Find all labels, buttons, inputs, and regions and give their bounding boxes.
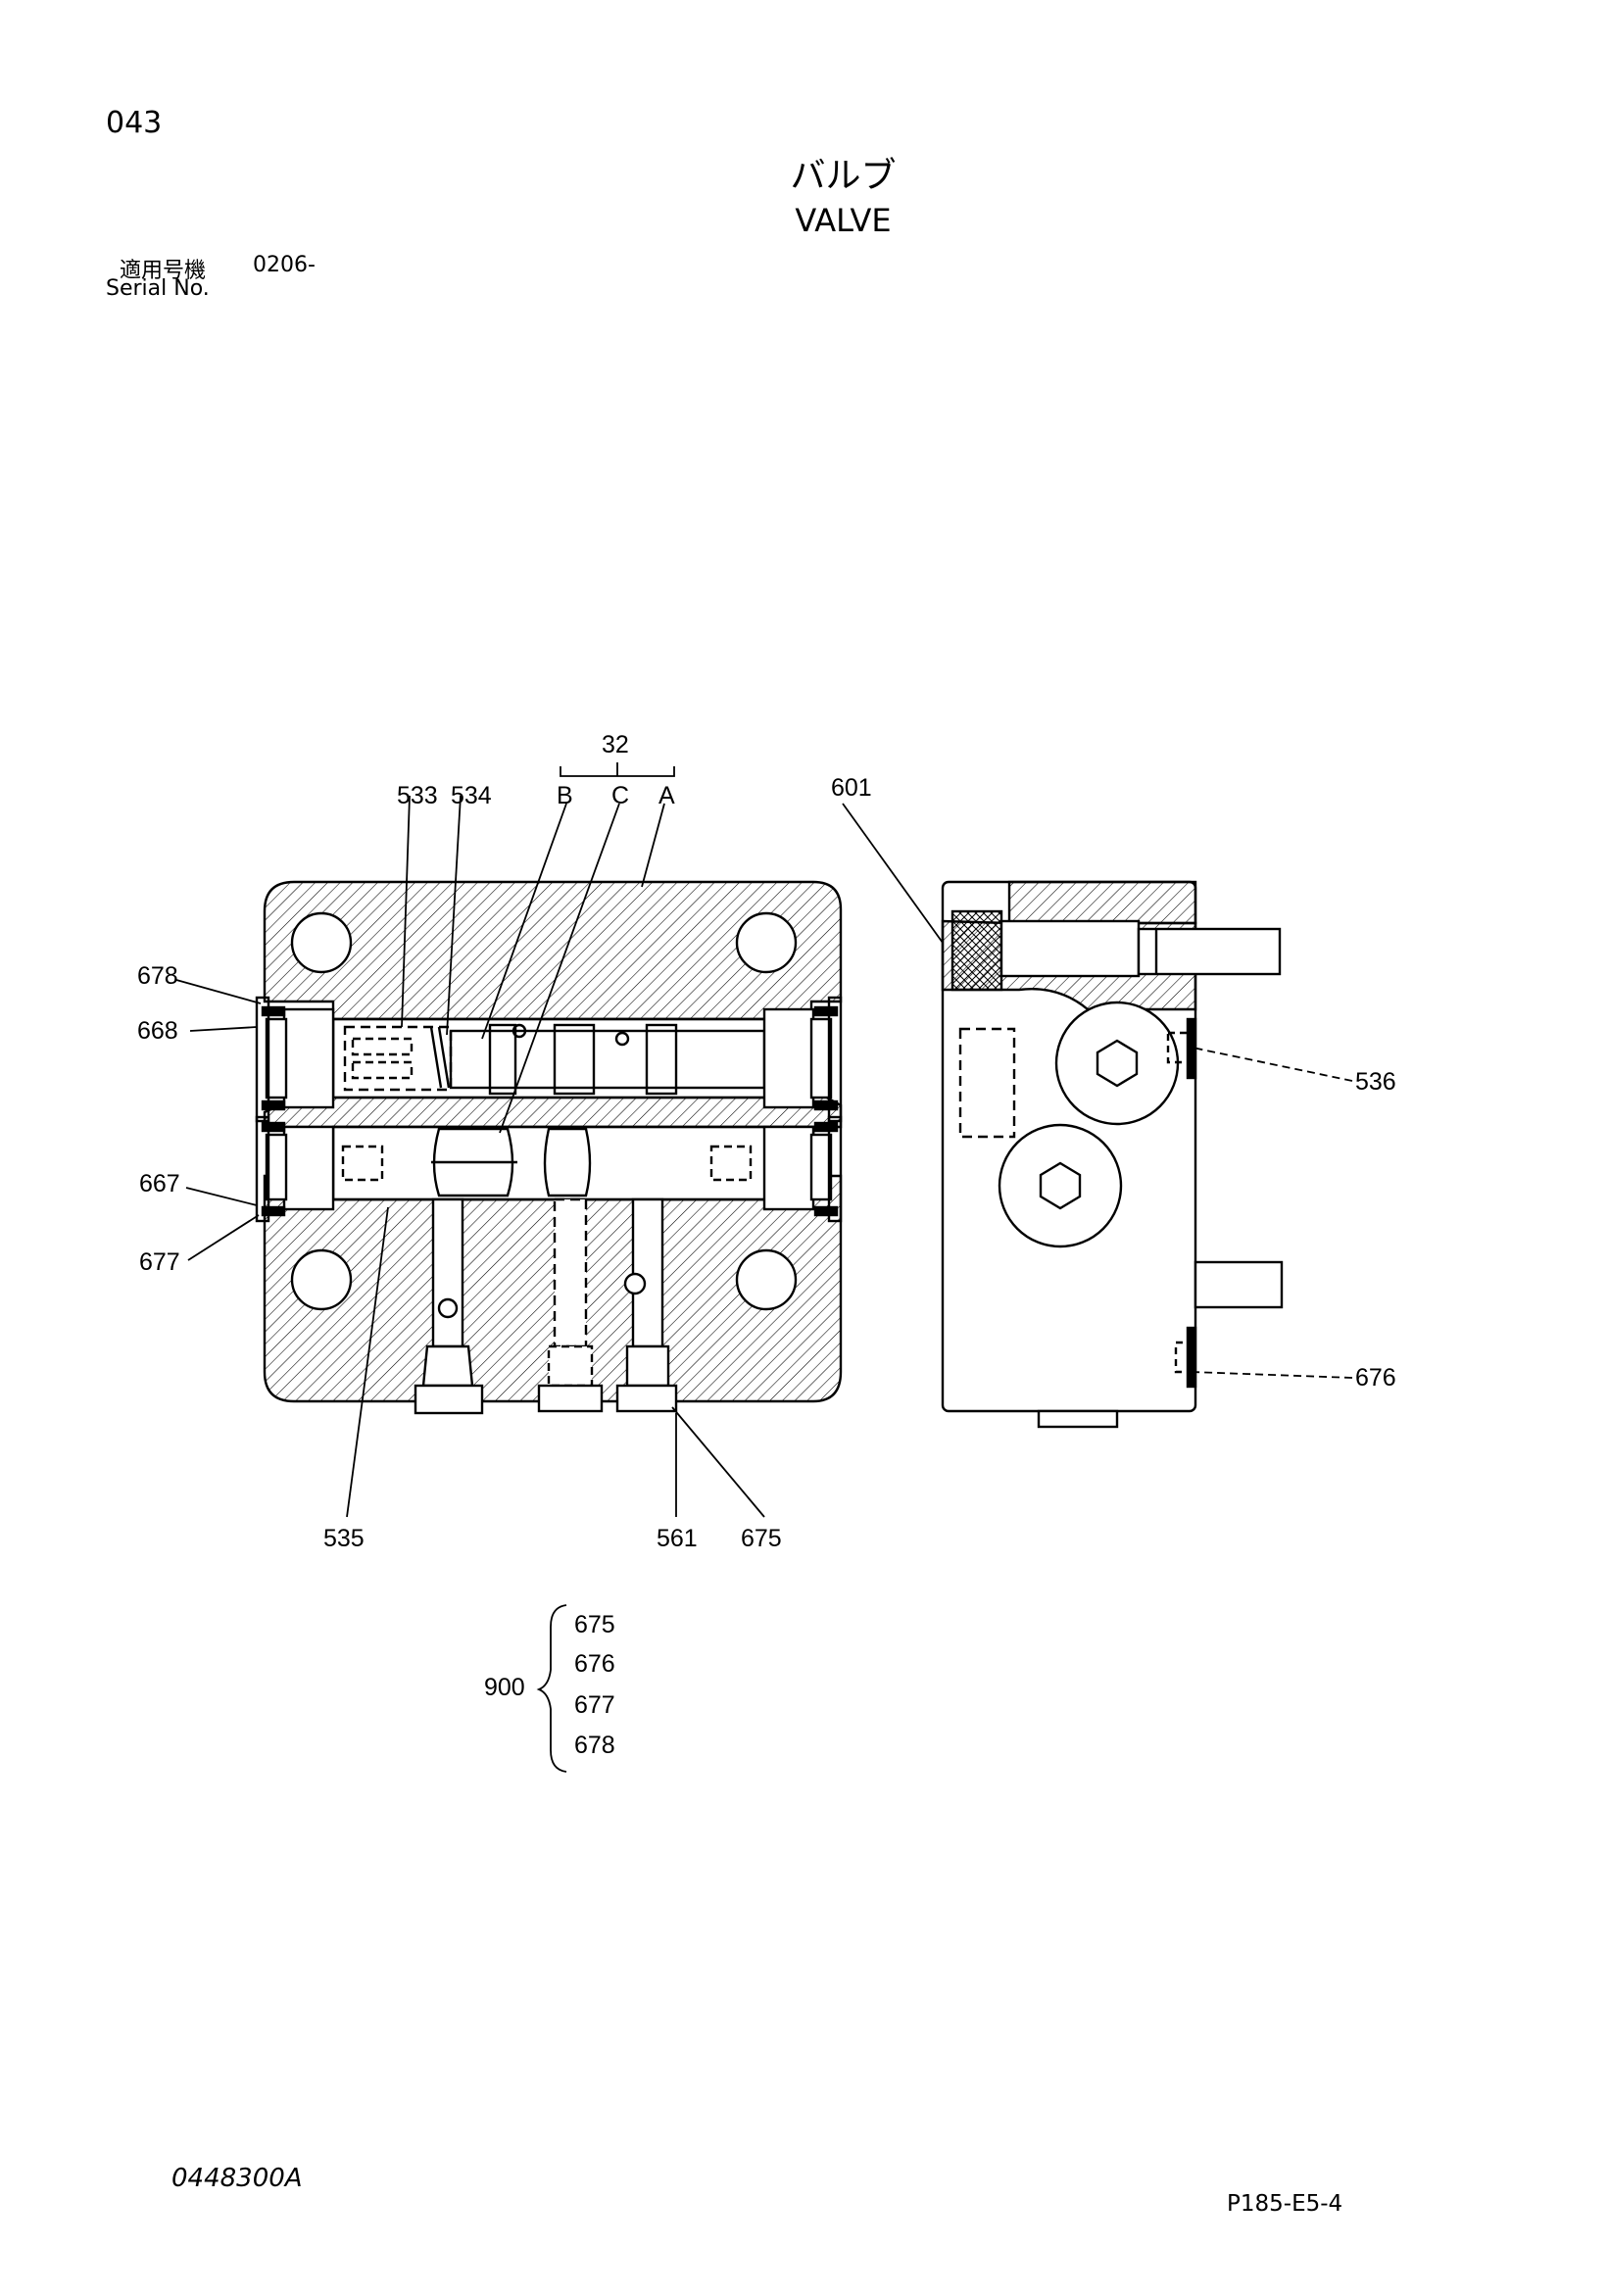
- serial-label-japanese: 適用号機: [120, 259, 207, 283]
- callout-676: 676: [1355, 1364, 1396, 1392]
- callout-535: 535: [323, 1525, 365, 1552]
- callout-677: 677: [139, 1248, 180, 1276]
- callout-668: 668: [137, 1017, 178, 1045]
- callout-678: 678: [137, 962, 178, 990]
- callout-536: 536: [1355, 1068, 1396, 1096]
- callout-labels: 32 B C A 533 534 601 678 668 667 677 536…: [137, 731, 1396, 1759]
- title-japanese: バルブ: [790, 156, 897, 196]
- kit-item: 675: [574, 1611, 615, 1638]
- kit-number: 900: [484, 1674, 525, 1701]
- callout-A: A: [658, 782, 675, 809]
- callout-C: C: [611, 782, 629, 809]
- document-code: 0448300A: [171, 2164, 303, 2193]
- kit-item: 677: [574, 1691, 615, 1719]
- callout-675: 675: [741, 1525, 782, 1552]
- callout-534: 534: [451, 782, 492, 809]
- kit-item: 676: [574, 1650, 615, 1678]
- serial-label-english: Serial No.: [106, 276, 210, 301]
- page-number: 043: [106, 106, 163, 140]
- callout-533: 533: [397, 782, 438, 809]
- callout-561: 561: [657, 1525, 698, 1552]
- callout-667: 667: [139, 1170, 180, 1197]
- callout-B: B: [557, 782, 573, 809]
- title-english: VALVE: [795, 202, 892, 239]
- serial-value: 0206-: [253, 253, 316, 277]
- page-reference: P185-E5-4: [1227, 2191, 1343, 2217]
- leader-lines: [175, 762, 1353, 1773]
- side-view: [941, 880, 1284, 1429]
- kit-item: 678: [574, 1732, 615, 1759]
- callout-32: 32: [602, 731, 629, 758]
- callout-601: 601: [831, 774, 872, 802]
- front-section-view: [255, 880, 843, 1415]
